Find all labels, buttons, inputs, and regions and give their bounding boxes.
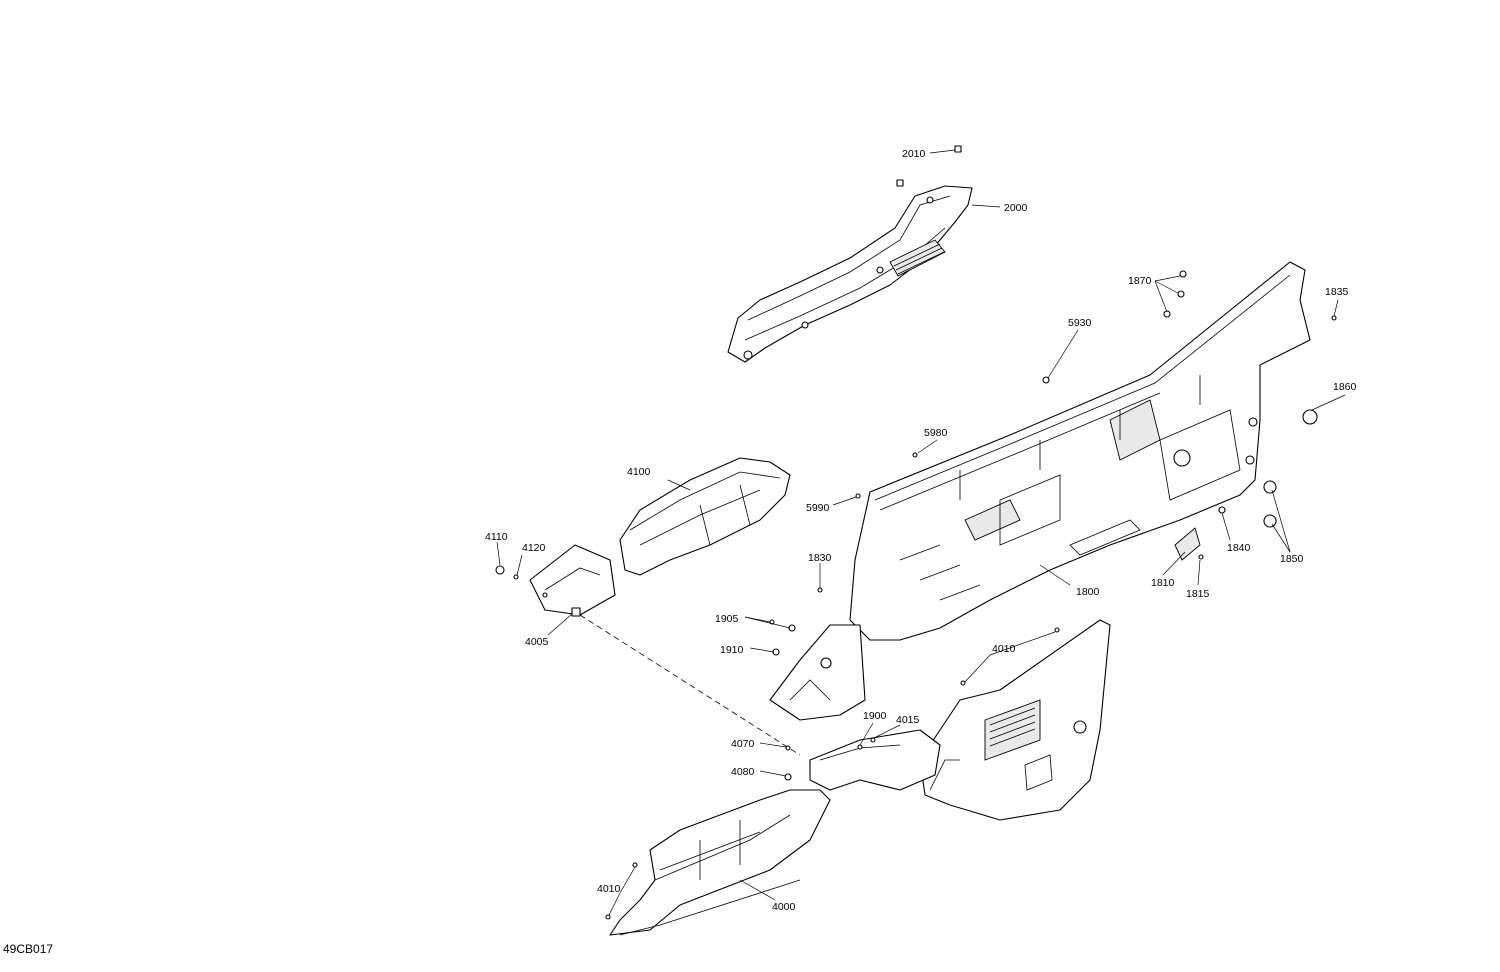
callout-1905: 1905 — [715, 613, 739, 625]
part-1800-main-panel — [849, 261, 1311, 641]
callout-4120: 4120 — [522, 542, 546, 554]
part-2010-fasteners — [896, 145, 962, 187]
callout-4110: 4110 — [485, 531, 508, 543]
callout-4015: 4015 — [896, 714, 920, 726]
part-lower-middle-arm — [809, 729, 941, 791]
callout-5990: 5990 — [806, 502, 830, 514]
part-2000-upper-bracket — [727, 185, 973, 363]
leader-lines — [496, 149, 1346, 916]
diagram-reference-code: 49CB017 — [3, 942, 53, 956]
callout-1860: 1860 — [1333, 381, 1357, 393]
callout-1830: 1830 — [808, 552, 832, 564]
part-1850-bushings — [1263, 409, 1318, 528]
callout-5930: 5930 — [1068, 317, 1092, 329]
callout-4080: 4080 — [731, 766, 755, 778]
callout-4100: 4100 — [627, 466, 651, 478]
callout-2000: 2000 — [1004, 202, 1028, 214]
callout-4010-upper: 4010 — [992, 643, 1016, 655]
callout-1870: 1870 — [1128, 275, 1152, 287]
callout-2010: 2010 — [902, 148, 926, 160]
part-1810-switch — [1174, 527, 1201, 561]
hardware-items — [495, 270, 1337, 920]
callout-4010-lower: 4010 — [597, 883, 621, 895]
callout-1810: 1810 — [1151, 577, 1175, 589]
part-4100-left-duct — [619, 457, 791, 576]
callout-1850: 1850 — [1280, 553, 1304, 565]
callout-4005: 4005 — [525, 636, 549, 648]
part-4005-bracket-plate — [529, 544, 616, 617]
callout-1800: 1800 — [1076, 586, 1100, 598]
callout-4070: 4070 — [731, 738, 755, 750]
callout-1840: 1840 — [1227, 542, 1251, 554]
callout-5980: 5980 — [924, 427, 948, 439]
callout-1900: 1900 — [863, 710, 887, 722]
alignment-line — [579, 614, 801, 756]
callout-4000: 4000 — [772, 901, 796, 913]
part-4000-lower-duct — [609, 789, 831, 936]
part-1900-lower-support — [769, 624, 866, 721]
callout-1910: 1910 — [720, 644, 744, 656]
callout-1835: 1835 — [1325, 286, 1349, 298]
callout-1815: 1815 — [1186, 588, 1210, 600]
callout-labels: 2010 2000 1870 1835 5930 1860 5980 4100 … — [485, 148, 1357, 913]
part-lower-right-assembly — [919, 619, 1111, 821]
